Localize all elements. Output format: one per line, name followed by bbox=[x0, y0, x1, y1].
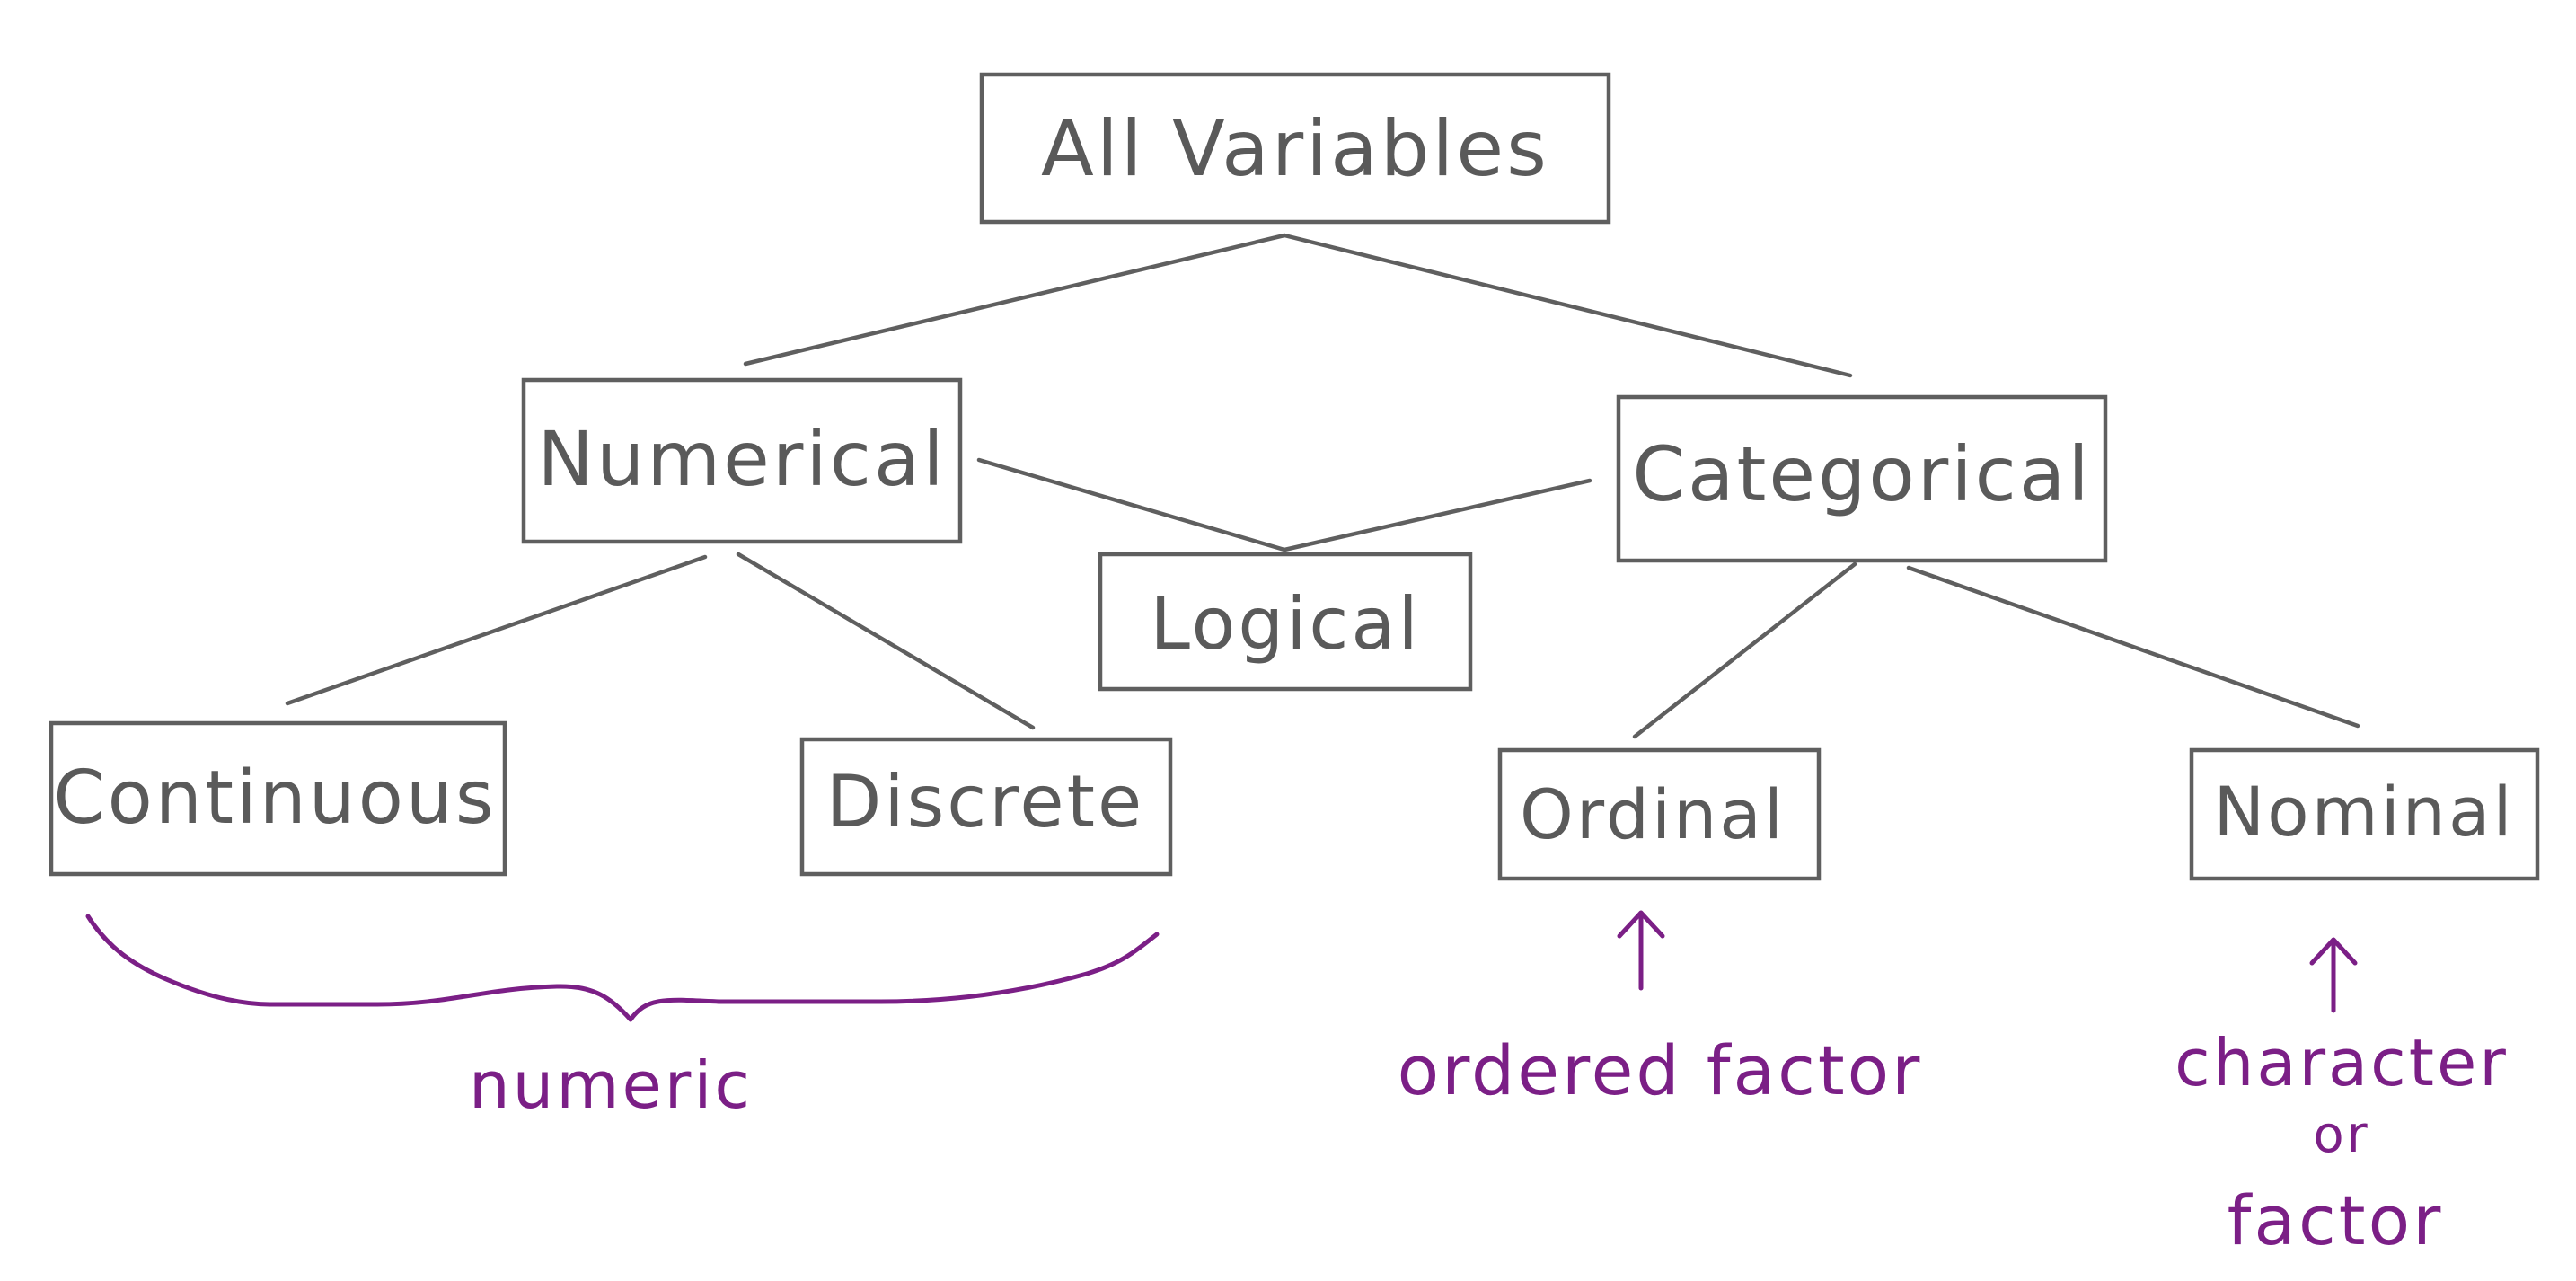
character-label: character bbox=[2175, 1025, 2509, 1100]
node-ordinal-label: Ordinal bbox=[1520, 774, 1786, 854]
edge-categorical-to-nominal bbox=[1906, 565, 2360, 729]
node-logical-box bbox=[1098, 552, 1473, 692]
ordered-factor-label: ordered factor bbox=[1398, 1030, 1923, 1110]
node-discrete-label: Discrete bbox=[826, 760, 1144, 844]
node-numerical-box bbox=[521, 377, 963, 544]
nominal-arrow-icon bbox=[2309, 937, 2358, 1013]
node-ordinal-box bbox=[1497, 747, 1822, 881]
node-discrete-box bbox=[799, 737, 1173, 877]
ordinal-arrow-icon bbox=[1617, 910, 1665, 991]
node-all-variables-box bbox=[979, 72, 1611, 225]
numeric-label: numeric bbox=[469, 1047, 753, 1123]
or-label: or bbox=[2313, 1106, 2369, 1164]
node-nominal: Nominal bbox=[2189, 747, 2540, 881]
node-ordinal: Ordinal bbox=[1497, 747, 1822, 881]
edge-numerical-to-continuous bbox=[285, 554, 708, 706]
node-continuous-box bbox=[49, 720, 507, 877]
node-logical-label: Logical bbox=[1150, 582, 1420, 666]
annotations: numeric ordered factor character or fact… bbox=[85, 910, 2509, 1260]
node-nominal-box bbox=[2189, 747, 2540, 881]
node-categorical-box bbox=[1616, 394, 2108, 563]
node-continuous-label: Continuous bbox=[53, 755, 496, 841]
edge-categorical-to-ordinal bbox=[1632, 561, 1857, 739]
factor-label: factor bbox=[2228, 1180, 2444, 1260]
node-nominal-label: Nominal bbox=[2213, 772, 2514, 852]
edge-numerical-to-discrete bbox=[736, 552, 1036, 730]
node-categorical: Categorical bbox=[1616, 394, 2108, 563]
node-numerical-label: Numerical bbox=[537, 415, 946, 503]
edge-numerical-to-logical bbox=[976, 457, 1287, 552]
node-all-variables-label: All Variables bbox=[1041, 104, 1549, 194]
edge-all-to-categorical bbox=[1282, 233, 1853, 378]
node-continuous: Continuous bbox=[49, 720, 507, 877]
edges bbox=[285, 233, 2360, 739]
node-discrete: Discrete bbox=[799, 737, 1173, 877]
node-numerical: Numerical bbox=[521, 377, 963, 544]
node-all-variables: All Variables bbox=[979, 72, 1611, 225]
numeric-brace bbox=[85, 914, 1160, 1022]
node-categorical-label: Categorical bbox=[1632, 430, 2091, 518]
edge-categorical-to-logical bbox=[1282, 478, 1592, 552]
edge-all-to-numerical bbox=[743, 233, 1287, 367]
node-logical: Logical bbox=[1098, 552, 1473, 692]
